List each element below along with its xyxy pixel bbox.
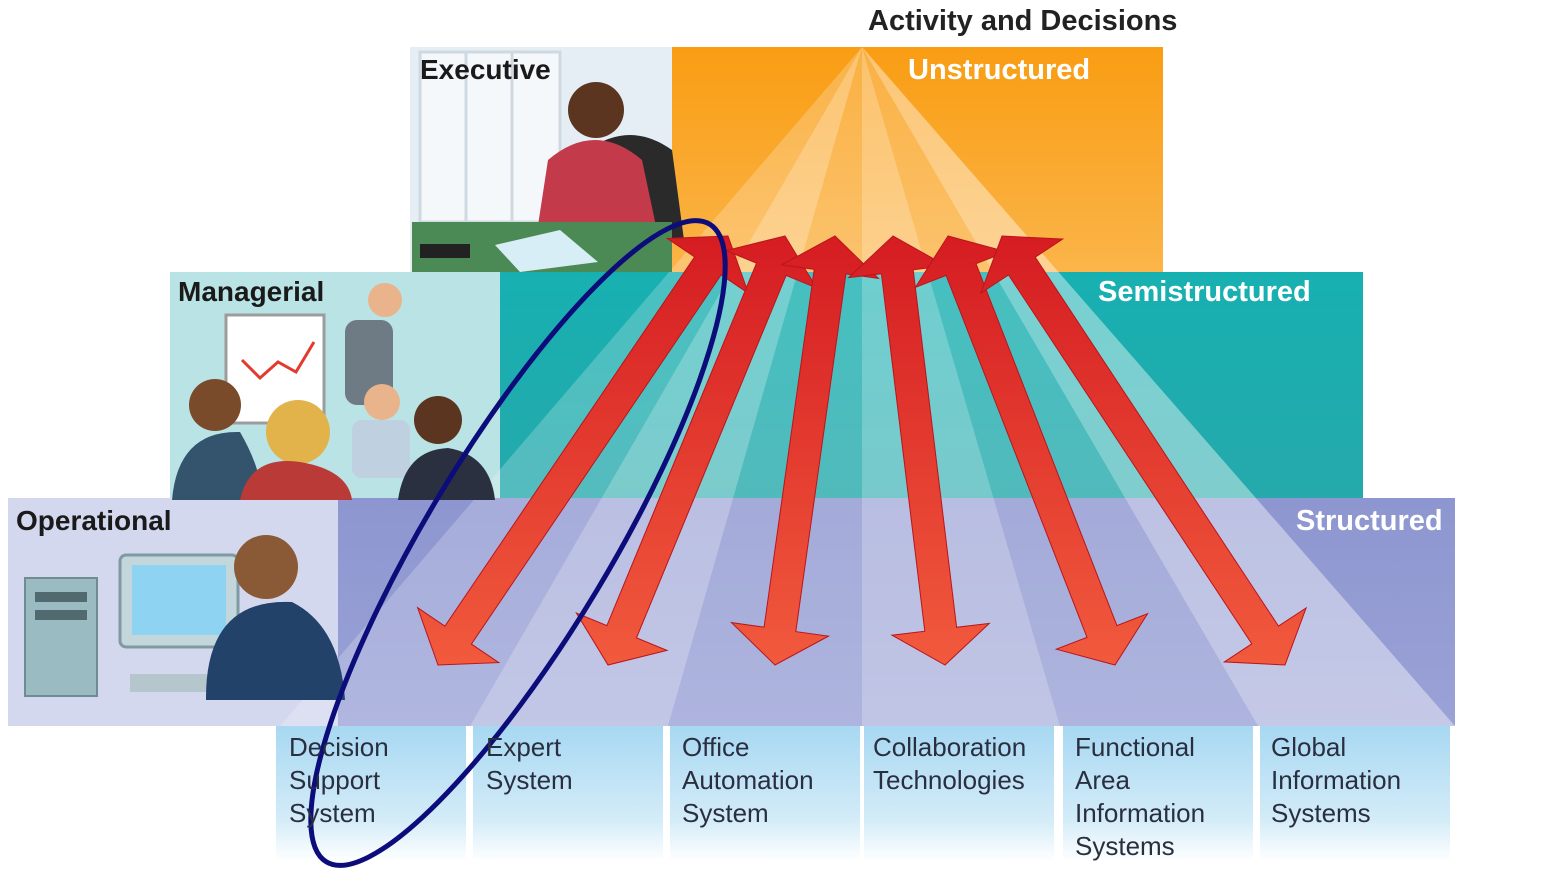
system-label-global-information: Global Information Systems bbox=[1271, 731, 1401, 830]
drive-bay bbox=[35, 610, 87, 620]
double-arrow bbox=[416, 235, 750, 666]
double-arrow bbox=[575, 235, 818, 666]
system-label-expert: Expert System bbox=[486, 731, 573, 797]
attendee-head bbox=[266, 400, 330, 464]
arrows-group bbox=[416, 235, 1308, 666]
system-label-line: Area bbox=[1075, 765, 1130, 795]
attendee-head bbox=[414, 396, 462, 444]
light-ray bbox=[668, 47, 862, 726]
system-label-line: Systems bbox=[1075, 831, 1175, 861]
double-arrow bbox=[979, 235, 1308, 666]
diagram-title: Activity and Decisions bbox=[868, 5, 1178, 37]
light-ray bbox=[862, 47, 1455, 726]
operational-illustration bbox=[24, 535, 345, 700]
attendee-body bbox=[172, 431, 262, 500]
paper bbox=[495, 230, 598, 272]
executive-body bbox=[535, 140, 660, 245]
system-label-line: System bbox=[486, 765, 573, 795]
light-rays bbox=[280, 47, 1455, 726]
structure-label-semistructured: Semistructured bbox=[1098, 276, 1311, 308]
system-label-office-automation: Office Automation System bbox=[682, 731, 814, 830]
attendee-body bbox=[240, 461, 352, 500]
executive-head bbox=[568, 82, 624, 138]
system-box bbox=[670, 726, 860, 861]
system-boxes bbox=[276, 726, 1450, 861]
system-label-line: Technologies bbox=[873, 765, 1025, 795]
level-label-executive: Executive bbox=[420, 54, 551, 85]
double-arrow bbox=[914, 235, 1149, 666]
system-box bbox=[1063, 726, 1253, 861]
light-ray bbox=[862, 47, 1258, 726]
executive-illustration bbox=[412, 50, 684, 272]
system-box bbox=[864, 726, 1054, 861]
system-label-line: Information bbox=[1271, 765, 1402, 795]
system-label-line: Office bbox=[682, 732, 750, 762]
structure-label-structured: Structured bbox=[1296, 505, 1443, 537]
system-label-functional-area: Functional Area Information Systems bbox=[1075, 731, 1205, 863]
system-label-line: Decision bbox=[289, 732, 389, 762]
system-label-decision-support: Decision Support System bbox=[289, 731, 389, 830]
chart-line bbox=[240, 341, 316, 381]
system-label-line: System bbox=[682, 798, 769, 828]
screen bbox=[132, 565, 226, 635]
light-ray bbox=[470, 47, 862, 726]
system-label-line: Functional bbox=[1075, 732, 1195, 762]
keyboard bbox=[130, 674, 222, 692]
presenter-head bbox=[368, 283, 402, 317]
system-label-line: Collaboration bbox=[873, 732, 1027, 762]
operator-body bbox=[205, 601, 345, 700]
system-label-line: Automation bbox=[682, 765, 814, 795]
attendee-body bbox=[398, 448, 495, 500]
system-label-line: Information bbox=[1075, 798, 1206, 828]
attendee-head bbox=[189, 379, 241, 431]
light-ray bbox=[862, 47, 1060, 726]
system-box bbox=[473, 726, 663, 861]
pen-stand bbox=[420, 244, 470, 258]
system-box bbox=[276, 726, 466, 861]
system-box bbox=[1260, 726, 1450, 861]
double-arrow bbox=[847, 235, 991, 666]
system-label-line: Expert bbox=[486, 732, 562, 762]
attendee-head bbox=[364, 384, 400, 420]
structure-label-unstructured: Unstructured bbox=[908, 54, 1091, 86]
light-ray bbox=[280, 47, 862, 726]
level-label-operational: Operational bbox=[16, 505, 172, 536]
system-label-line: Support bbox=[289, 765, 381, 795]
managerial-illustration bbox=[172, 283, 495, 500]
system-label-line: System bbox=[289, 798, 376, 828]
level-label-managerial: Managerial bbox=[178, 276, 325, 307]
attendee-body bbox=[352, 420, 410, 478]
system-label-collaboration: Collaboration Technologies bbox=[873, 731, 1026, 797]
presenter-body bbox=[345, 320, 393, 405]
dss-highlight-ellipse bbox=[308, 218, 728, 868]
drive-bay bbox=[35, 592, 87, 602]
operator-head bbox=[234, 535, 298, 599]
system-label-line: Global bbox=[1271, 732, 1347, 762]
system-label-line: Systems bbox=[1271, 798, 1371, 828]
